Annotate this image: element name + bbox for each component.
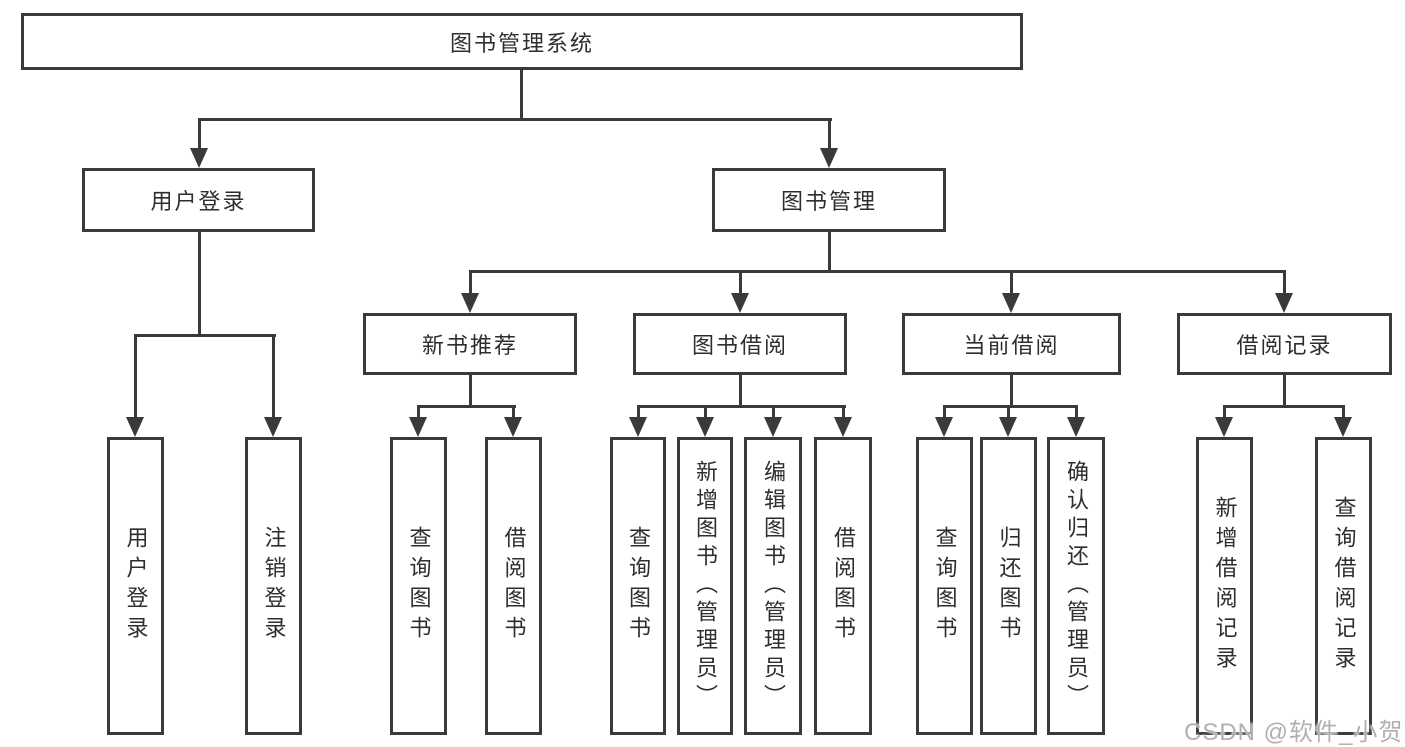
arrowhead-leaf-user-login xyxy=(126,417,144,437)
leaf-edit-books-admin-label: 编辑图书（管理员） xyxy=(761,460,786,712)
arrow-stem-recommend-query xyxy=(417,405,420,421)
leaf-query-borrow-record: 查询借阅记录 xyxy=(1315,437,1372,735)
leaf-recommend-query-books: 查询图书 xyxy=(390,437,447,735)
connector-current-stem xyxy=(1010,375,1013,408)
csdn-watermark: CSDN @软件_小贺同学 xyxy=(1184,719,1405,746)
arrowhead-records-add xyxy=(1215,417,1233,437)
connector-user-login-stem xyxy=(198,232,201,337)
connector-records-stem xyxy=(1283,375,1286,408)
arrowhead-current-confirm xyxy=(1067,417,1085,437)
connector-user-login-bar xyxy=(134,334,276,337)
leaf-logout: 注销登录 xyxy=(245,437,302,735)
arrow-stem-borrow-query xyxy=(637,405,640,421)
node-current-borrow: 当前借阅 xyxy=(902,313,1121,375)
arrow-stem-recommend-borrow xyxy=(512,405,515,421)
connector-recommend-stem xyxy=(469,375,472,408)
arrow-stem-user-login xyxy=(198,118,201,150)
leaf-borrow-query-books: 查询图书 xyxy=(610,437,666,735)
arrowhead-user-login xyxy=(190,148,208,168)
leaf-user-login-label: 用户登录 xyxy=(123,526,149,646)
node-current-borrow-label: 当前借阅 xyxy=(963,333,1060,358)
connector-recommend-bar xyxy=(417,405,516,408)
arrow-stem-book-management xyxy=(828,118,831,150)
connector-root-bar xyxy=(198,118,832,121)
arrowhead-leaf-logout xyxy=(264,417,282,437)
leaf-recommend-borrow-books-label: 借阅图书 xyxy=(501,526,527,646)
arrowhead-borrow-edit xyxy=(764,417,782,437)
leaf-borrow-books-label: 借阅图书 xyxy=(831,526,856,646)
leaf-query-borrow-record-label: 查询借阅记录 xyxy=(1331,496,1357,676)
arrow-stem-current-borrow xyxy=(1010,270,1013,295)
leaf-add-borrow-record: 新增借阅记录 xyxy=(1196,437,1253,735)
leaf-add-borrow-record-label: 新增借阅记录 xyxy=(1212,496,1238,676)
arrow-stem-records-add xyxy=(1223,405,1226,421)
leaf-logout-label: 注销登录 xyxy=(261,526,287,646)
node-borrow-records: 借阅记录 xyxy=(1177,313,1392,375)
arrow-stem-borrow-borrow xyxy=(842,405,845,421)
arrow-stem-leaf-user-login xyxy=(134,334,137,419)
connector-book-management-bar xyxy=(469,270,1286,273)
leaf-recommend-query-books-label: 查询图书 xyxy=(406,526,432,646)
connector-borrow-bar xyxy=(637,405,846,408)
node-root-label: 图书管理系统 xyxy=(449,30,594,56)
node-book-management-label: 图书管理 xyxy=(780,189,877,214)
leaf-add-books-admin: 新增图书（管理员） xyxy=(677,437,733,735)
node-new-book-recommend-label: 新书推荐 xyxy=(421,333,518,358)
node-book-borrow-label: 图书借阅 xyxy=(691,333,788,358)
arrow-stem-current-query xyxy=(943,405,946,421)
arrow-stem-current-return xyxy=(1007,405,1010,421)
leaf-return-books: 归还图书 xyxy=(980,437,1037,735)
connector-book-management-stem xyxy=(828,232,831,273)
arrowhead-borrow-add xyxy=(696,417,714,437)
leaf-return-books-label: 归还图书 xyxy=(996,526,1022,646)
leaf-recommend-borrow-books: 借阅图书 xyxy=(485,437,542,735)
node-book-borrow: 图书借阅 xyxy=(633,313,847,375)
node-new-book-recommend: 新书推荐 xyxy=(363,313,577,375)
connector-root-stem xyxy=(520,70,523,121)
arrow-stem-current-confirm xyxy=(1075,405,1078,421)
arrow-stem-book-borrow xyxy=(739,270,742,295)
arrow-stem-leaf-logout xyxy=(272,334,275,419)
leaf-user-login: 用户登录 xyxy=(107,437,164,735)
leaf-borrow-books: 借阅图书 xyxy=(814,437,872,735)
connector-borrow-stem xyxy=(739,375,742,408)
node-borrow-records-label: 借阅记录 xyxy=(1236,333,1333,358)
leaf-confirm-return-admin: 确认归还（管理员） xyxy=(1047,437,1105,735)
arrowhead-borrow-query xyxy=(629,417,647,437)
leaf-edit-books-admin: 编辑图书（管理员） xyxy=(744,437,802,735)
leaf-borrow-query-books-label: 查询图书 xyxy=(626,526,651,646)
node-root: 图书管理系统 xyxy=(21,13,1023,70)
leaf-add-books-admin-label: 新增图书（管理员） xyxy=(693,460,718,712)
arrowhead-current-borrow xyxy=(1002,293,1020,313)
node-user-login-label: 用户登录 xyxy=(150,189,247,214)
node-book-management: 图书管理 xyxy=(712,168,946,232)
arrowhead-recommend-borrow xyxy=(504,417,522,437)
arrowhead-new-book-recommend xyxy=(461,293,479,313)
arrow-stem-records-query xyxy=(1342,405,1345,421)
arrowhead-borrow-records xyxy=(1275,293,1293,313)
connector-records-bar xyxy=(1223,405,1345,408)
leaf-confirm-return-admin-label: 确认归还（管理员） xyxy=(1064,460,1089,712)
arrow-stem-borrow-add xyxy=(704,405,707,421)
arrow-stem-borrow-edit xyxy=(772,405,775,421)
arrow-stem-borrow-records xyxy=(1283,270,1286,295)
arrowhead-records-query xyxy=(1334,417,1352,437)
leaf-current-query-books: 查询图书 xyxy=(916,437,973,735)
arrowhead-current-return xyxy=(999,417,1017,437)
arrowhead-current-query xyxy=(935,417,953,437)
arrowhead-book-management xyxy=(820,148,838,168)
arrow-stem-new-book-recommend xyxy=(469,270,472,295)
arrowhead-book-borrow xyxy=(731,293,749,313)
connector-current-bar xyxy=(943,405,1078,408)
arrowhead-recommend-query xyxy=(409,417,427,437)
arrowhead-borrow-borrow xyxy=(834,417,852,437)
node-user-login: 用户登录 xyxy=(82,168,315,232)
leaf-current-query-books-label: 查询图书 xyxy=(932,526,958,646)
